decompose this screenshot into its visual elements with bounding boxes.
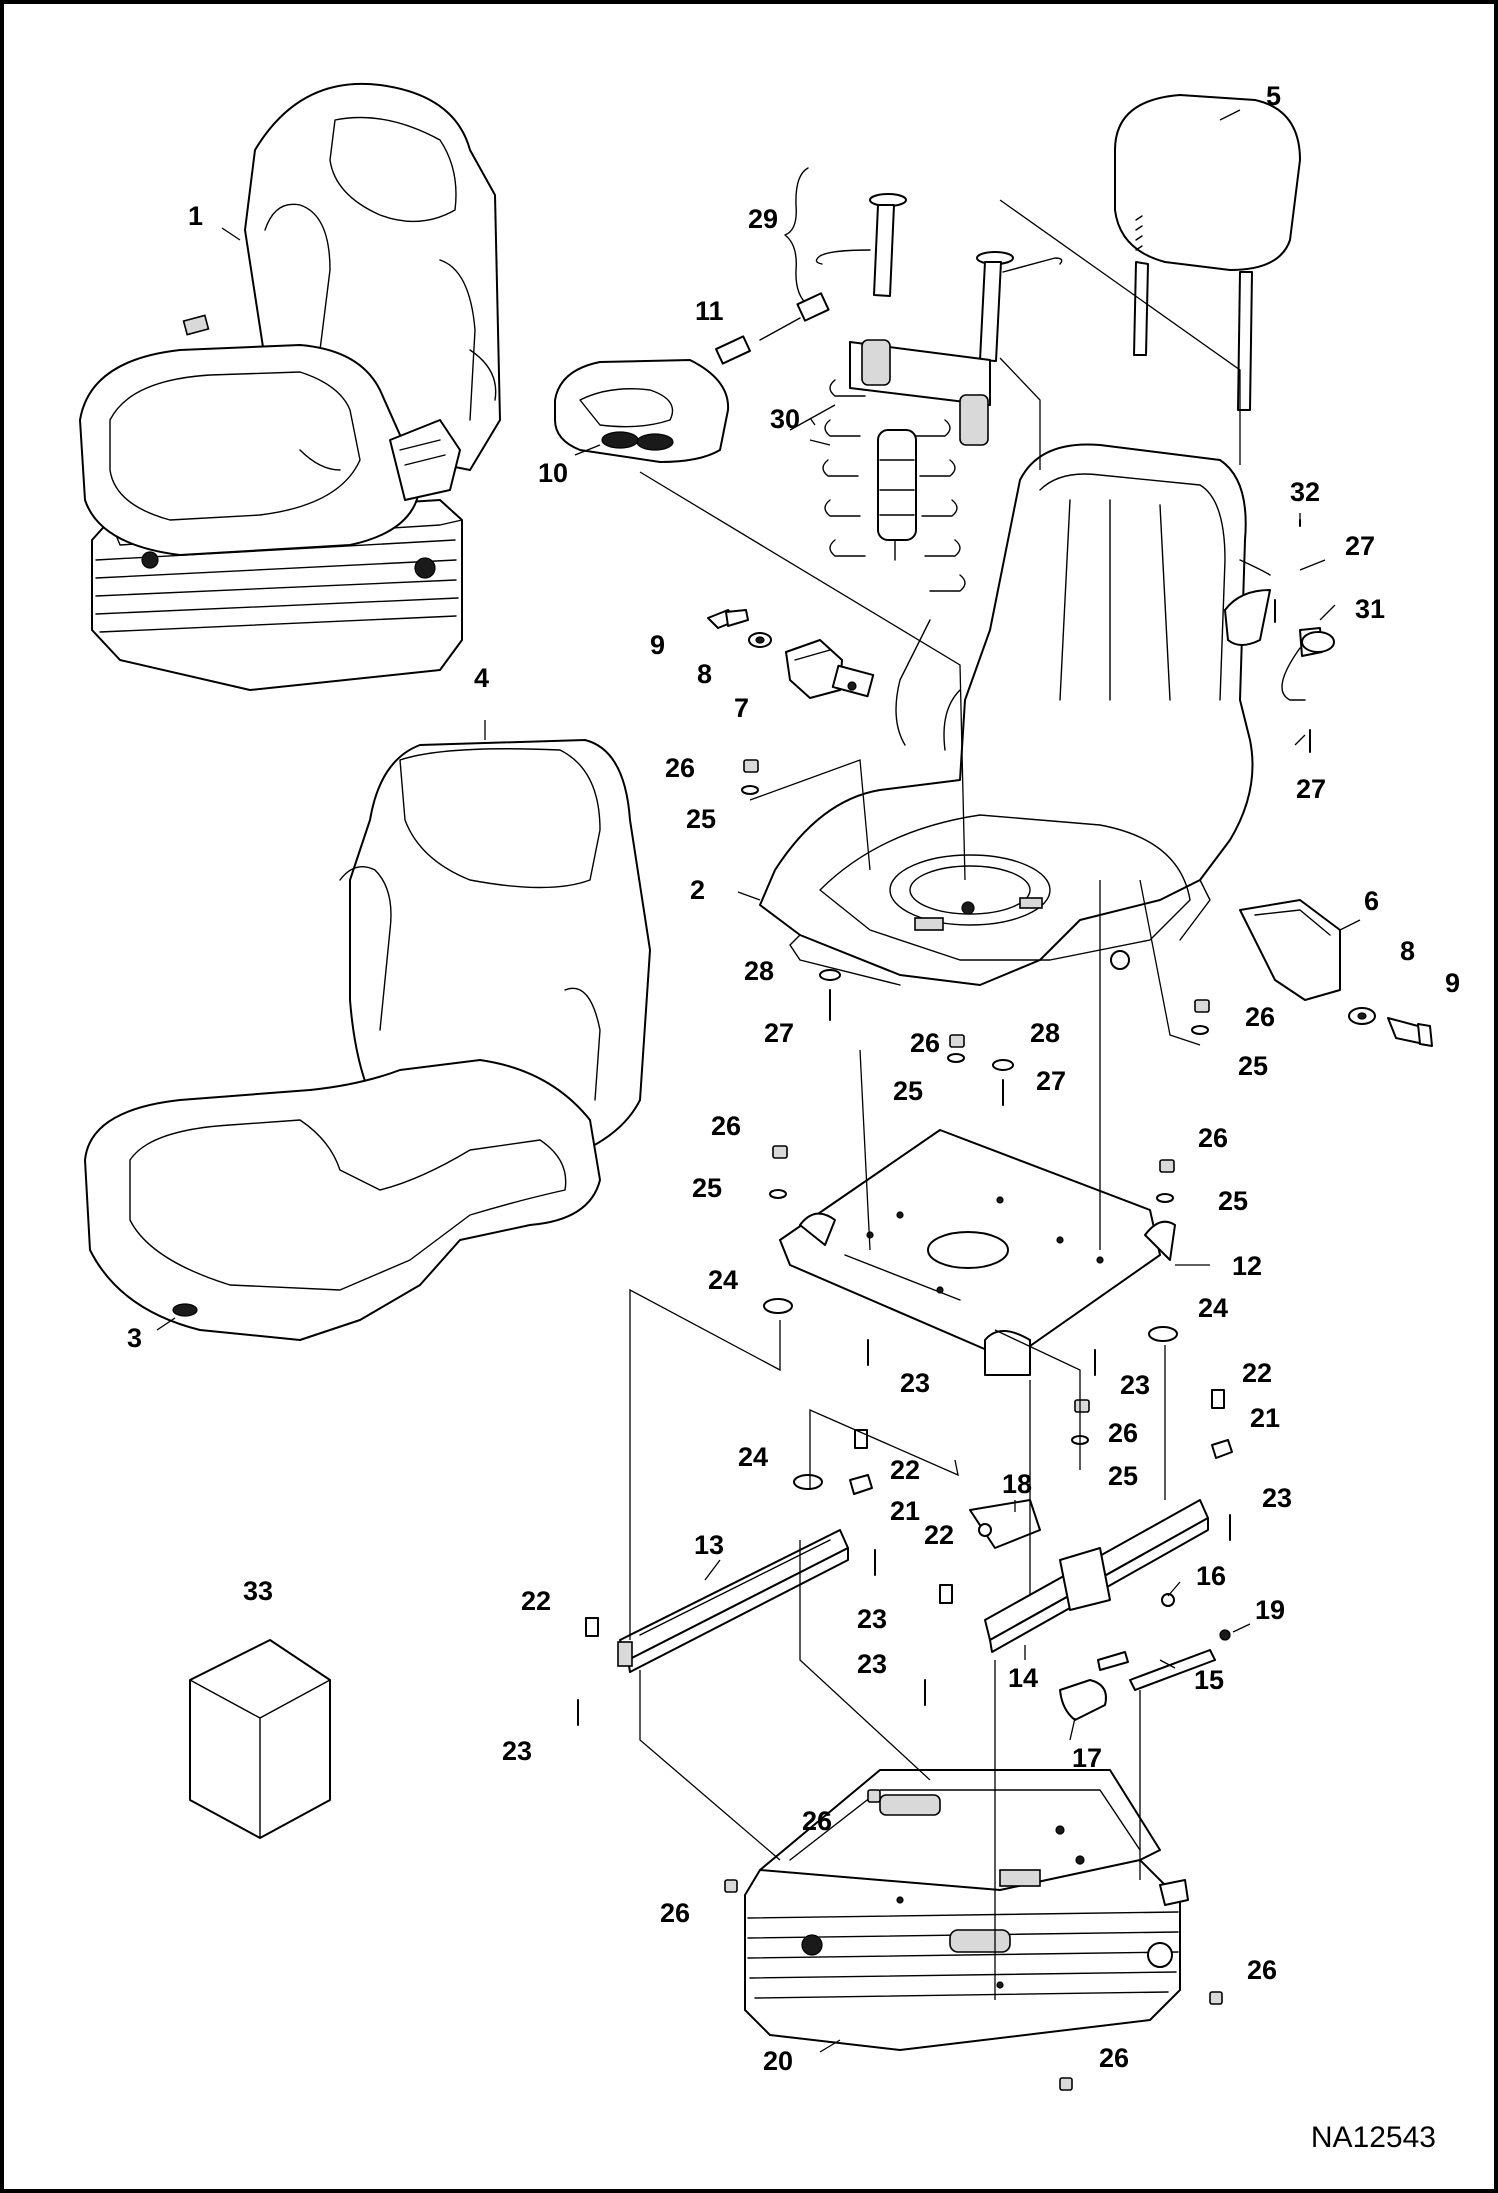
callout-22-d: 22 [521,1586,552,1616]
callout-25-b: 25 [1238,1051,1269,1081]
callout-25-f: 25 [1108,1461,1139,1491]
fastener-hardware [577,519,1311,2091]
left-slide-rail [617,1529,849,1673]
callout-25-d: 25 [692,1173,723,1203]
seatbelt-right-hardware [1239,899,1433,1047]
callout-33: 33 [243,1576,274,1606]
switch-panel-cover [554,359,730,463]
callout-8-right: 8 [1400,936,1416,966]
callout-4: 4 [474,663,490,693]
callout-26-a: 26 [665,753,696,783]
callout-7: 7 [734,693,750,723]
callout-25-c: 25 [893,1076,924,1106]
callout-26-f: 26 [1108,1418,1139,1448]
callout-21-a: 21 [1250,1403,1281,1433]
headrest-guide-pins [784,167,1063,362]
callout-24-b: 24 [1198,1293,1229,1323]
callout-25-e: 25 [1218,1186,1249,1216]
callout-2: 2 [690,875,706,905]
callout-16: 16 [1196,1561,1227,1591]
cushion-set [84,739,651,1341]
callout-15: 15 [1194,1665,1225,1695]
callout-26-c: 26 [910,1028,941,1058]
headrest [1114,94,1301,411]
callout-9-right: 9 [1445,968,1461,998]
callout-23-c: 23 [1262,1483,1293,1513]
callout-27-b: 27 [1296,774,1327,804]
callout-8-left: 8 [697,659,713,689]
assembly-lines [629,199,1241,2000]
callout-18: 18 [1002,1469,1033,1499]
callout-23-e: 23 [857,1649,888,1679]
callout-28-a: 28 [744,956,775,986]
callout-28-b: 28 [1030,1018,1061,1048]
callout-24-c: 24 [738,1442,769,1472]
callout-21-b: 21 [890,1496,921,1526]
callout-31: 31 [1355,594,1386,624]
callout-23-d: 23 [857,1604,888,1634]
callout-19: 19 [1255,1595,1286,1625]
callout-27-a: 27 [1345,531,1376,561]
mounting-plate [779,1129,1176,1376]
callout-22-c: 22 [924,1520,955,1550]
callout-3: 3 [127,1323,143,1353]
callout-26-b: 26 [1245,1002,1276,1032]
right-slide-rail-latch [969,1499,1231,1721]
callout-24-a: 24 [708,1265,739,1295]
lumbar-switch [1239,559,1335,701]
callout-30: 30 [770,404,801,434]
callout-6: 6 [1364,886,1380,916]
complete-seat-assembly [79,82,501,691]
wire-harness [715,292,830,365]
callout-10: 10 [538,458,569,488]
seatbelt-buckle-left-hardware [707,609,875,699]
backrest-suspension-grid [822,339,991,592]
callout-26-g: 26 [802,1806,833,1836]
kit-box [189,1639,331,1839]
callout-23-b: 23 [1120,1370,1151,1400]
callout-13: 13 [694,1530,725,1560]
callout-14: 14 [1008,1663,1039,1693]
callout-25-a: 25 [686,804,717,834]
callout-27-c: 27 [764,1018,795,1048]
callout-20: 20 [763,2046,794,2076]
callout-26-e: 26 [1198,1123,1229,1153]
seat-frame [759,443,1271,986]
callout-23-f: 23 [502,1736,533,1766]
callout-9-left: 9 [650,630,666,660]
callout-26-d: 26 [711,1111,742,1141]
callout-1: 1 [188,201,204,231]
suspension-base [744,1769,1189,2051]
callout-26-j: 26 [1099,2043,1130,2073]
callout-leaders [156,109,1361,2053]
drawing-number: NA12543 [1310,2121,1436,2154]
callout-23-a: 23 [900,1368,931,1398]
callout-26-i: 26 [1247,1955,1278,1985]
callout-5: 5 [1266,81,1282,111]
callout-22-b: 22 [890,1455,921,1485]
callout-11: 11 [695,296,724,326]
callout-32: 32 [1290,477,1321,507]
callout-27-d: 27 [1036,1066,1067,1096]
callout-29: 29 [748,204,779,234]
callout-17: 17 [1072,1743,1103,1773]
callout-12: 12 [1232,1251,1263,1281]
callout-22-a: 22 [1242,1358,1273,1388]
callout-26-h: 26 [660,1898,691,1928]
